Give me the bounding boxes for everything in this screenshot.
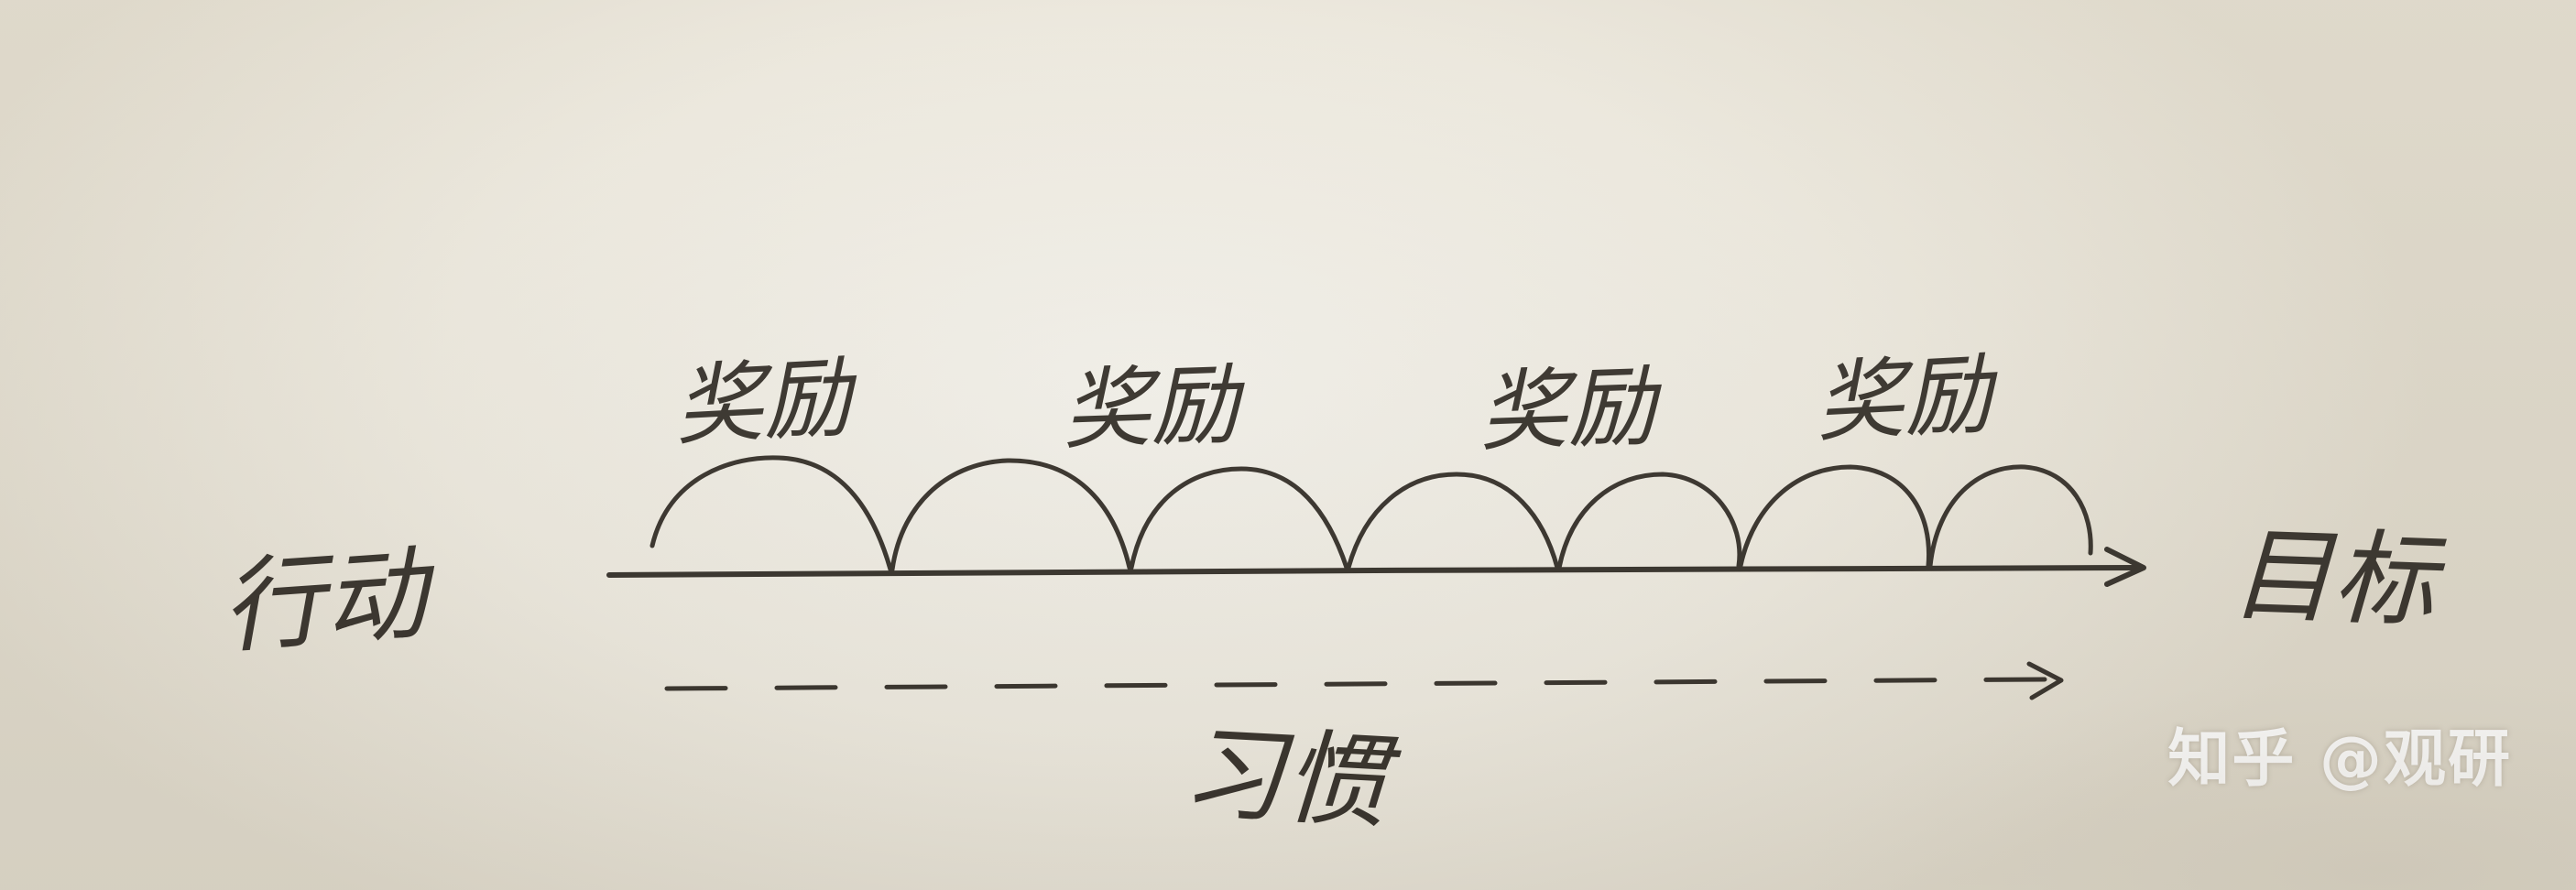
end-label: 目标 [2229,516,2448,642]
dashed-line [664,677,2047,691]
main-arrowhead [2104,547,2146,587]
habit-arrow [664,661,2064,700]
arc-3 [1129,466,1349,570]
main-timeline [606,565,2142,578]
reward-arcs [649,455,2093,572]
arc-5 [1556,472,1742,570]
arc-4 [1346,472,1560,570]
habit-label: 习惯 [1179,713,1403,843]
start-label: 行动 [218,534,441,668]
reward-label: 奖励 [1478,355,1665,464]
reward-labels: 奖励 奖励 奖励 奖励 [672,342,2002,463]
arc-2 [890,458,1132,572]
action-arrow [606,547,2146,587]
arc-1 [649,455,893,572]
reward-label: 奖励 [1813,342,2002,454]
arc-7 [1927,464,2093,569]
watermark: 知乎 @观研 [2167,723,2512,796]
reward-label: 奖励 [672,346,861,458]
dashed-arrowhead [2026,661,2064,700]
arc-6 [1738,464,1932,569]
reward-label: 奖励 [1061,353,1248,462]
